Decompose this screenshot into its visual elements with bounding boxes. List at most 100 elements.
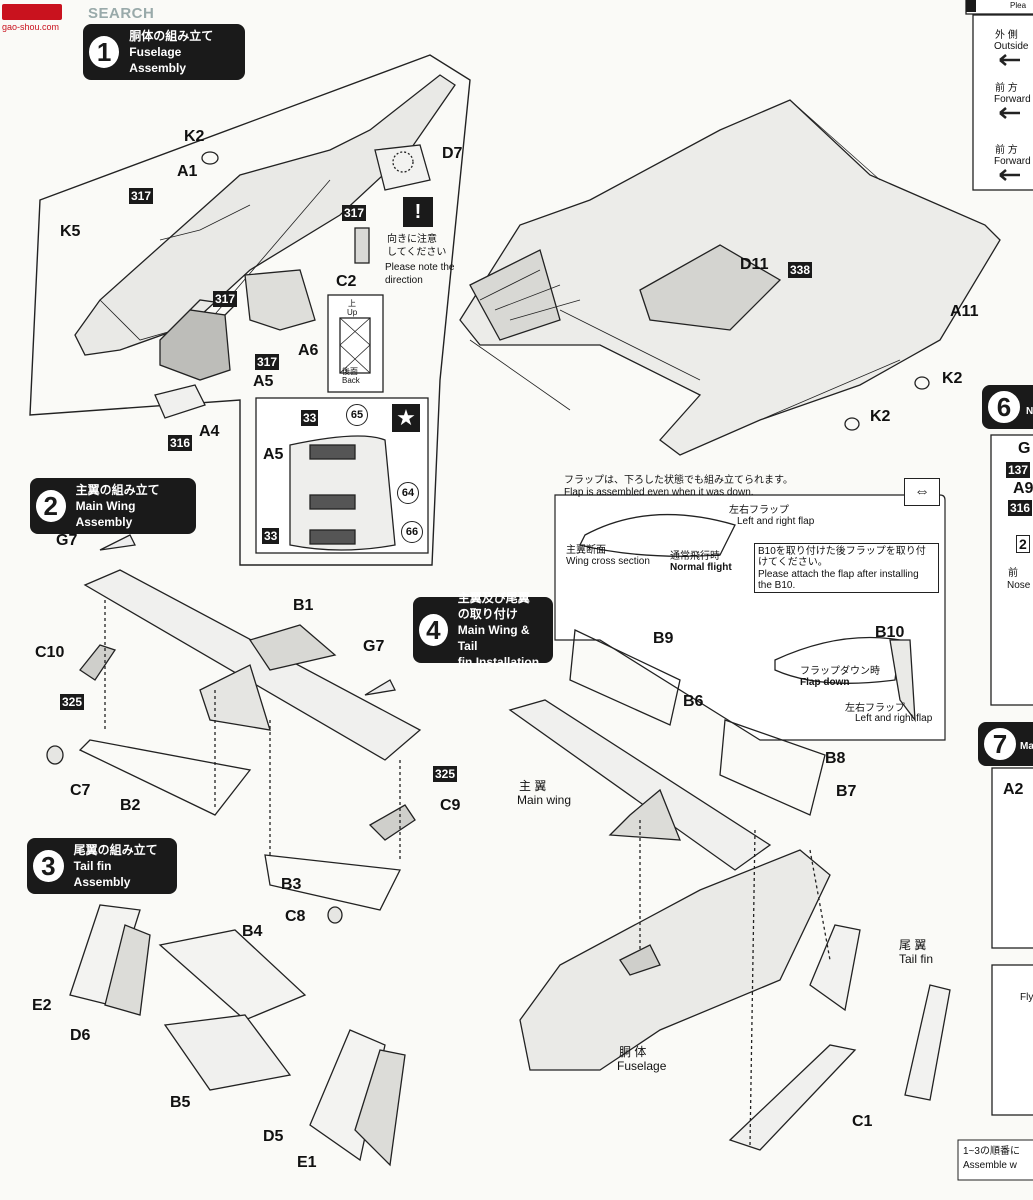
step-6-header: 6 — [982, 385, 1033, 429]
part-label: E1 — [297, 1154, 317, 1171]
part-label: B9 — [653, 630, 674, 647]
b10-note-jp2: けてください。 — [758, 557, 828, 568]
lr-flap-en: Left and right flap — [737, 516, 815, 527]
step-title-en: Main Wing Assembly — [75, 499, 136, 529]
cut-bottom-en: Assemble w — [963, 1160, 1017, 1171]
paint-code: 317 — [255, 354, 280, 370]
flap-down-en: Flap down — [800, 677, 850, 688]
flap-down-jp: フラップダウン時 — [800, 666, 880, 677]
cut-a9: A9 — [1013, 480, 1033, 497]
legend-forward2-en: Forward — [994, 156, 1031, 167]
paint-code: 316 — [168, 435, 193, 451]
watermark-brand: SEARCH — [88, 5, 155, 22]
paint-code: 33 — [301, 410, 319, 426]
part-label: C2 — [336, 273, 357, 290]
watermark-logo: gao-shou.com — [0, 4, 62, 32]
cut-bottom-jp: 1~3の順番に — [963, 1146, 1020, 1157]
step-2-header: 2 主翼の組み立て Main Wing Assembly — [30, 478, 196, 534]
part-label: A5 — [263, 446, 284, 463]
part-label: A2 — [1003, 781, 1024, 798]
cut-fly: Fly — [1020, 992, 1033, 1003]
paint-code: 317 — [342, 205, 367, 221]
part-label: B8 — [825, 750, 846, 767]
step-number: 2 — [34, 488, 68, 524]
direction-note-jp2: してください — [387, 247, 447, 258]
cut-ma7: Ma — [1020, 741, 1033, 752]
circled-code: 64 — [397, 482, 419, 504]
part-label: K2 — [870, 408, 891, 425]
paint-code: 317 — [129, 188, 154, 204]
flap-note-jp: フラップは、下ろした状態でも組み立てられます。 — [564, 475, 793, 486]
lr-flap-jp: 左右フラップ — [729, 505, 789, 516]
logo-mark — [2, 4, 62, 20]
flap-note-en: Flap is assembled even when it was down. — [564, 487, 754, 498]
part-label: C10 — [35, 644, 65, 661]
step-title-jp: 胴体の組み立て — [129, 29, 214, 43]
step-title-jp: 主翼及び尾翼 — [457, 591, 530, 605]
step-title-en: Tail fin Assembly — [73, 859, 131, 889]
main-wing-en: Main wing — [517, 793, 572, 807]
part-label: D5 — [263, 1128, 284, 1145]
part-label: A5 — [253, 373, 274, 390]
part-label: G7 — [363, 638, 385, 655]
part-label: E2 — [32, 997, 52, 1014]
part-label: B3 — [281, 876, 302, 893]
part-label: K2 — [942, 370, 963, 387]
fuselage-en: Fuselage — [617, 1059, 667, 1073]
b10-note-jp1: B10を取り付けた後フラップを取り付 — [758, 546, 926, 557]
part-label: C8 — [285, 908, 306, 925]
swap-arrows-icon: ⇔ — [904, 478, 940, 506]
part-label: A11 — [950, 303, 979, 320]
part-label: B1 — [293, 597, 314, 614]
step-number: 1 — [87, 34, 122, 70]
b10-note-box — [754, 543, 939, 593]
step-1-header: 1 胴体の組み立て Fuselage Assembly — [83, 24, 245, 80]
part-label: B5 — [170, 1094, 191, 1111]
cut-two: 2 — [1016, 535, 1030, 553]
step-title-en: Main Wing & Tail — [457, 623, 530, 653]
step-title-en2: fin Installation — [457, 655, 540, 669]
part-label: C9 — [440, 797, 461, 814]
cut-code-316: 316 — [1008, 500, 1033, 516]
paint-code: 317 — [213, 291, 238, 307]
step-title-jp: 尾翼の組み立て — [73, 843, 158, 857]
part-label: K5 — [60, 223, 81, 240]
watermark-site: gao-shou.com — [2, 22, 60, 32]
back-label-jp: 後面 — [342, 367, 358, 376]
direction-note-en2: direction — [385, 275, 423, 286]
star-icon: ★ — [392, 404, 420, 432]
step-title-en: Fuselage Assembly — [129, 45, 186, 75]
part-label: A6 — [298, 342, 319, 359]
part-label: K2 — [184, 128, 205, 145]
up-label-jp: 上 — [348, 299, 356, 308]
tail-fin-jp: 尾 翼 — [899, 938, 927, 952]
step-number: 4 — [417, 612, 450, 648]
legend-forward-en: Forward — [994, 94, 1031, 105]
lr-flap2-en: Left and right flap — [855, 713, 933, 724]
wing-cs-jp: 主翼断面 — [566, 545, 606, 556]
attention-icon: ! — [403, 197, 433, 227]
step-number: 3 — [31, 848, 66, 884]
part-label: B10 — [875, 624, 905, 641]
legend-plea: Plea — [1010, 1, 1027, 10]
step-number: 6 — [986, 389, 1022, 425]
direction-note-jp1: 向きに注意 — [387, 234, 437, 245]
back-label-en: Back — [342, 376, 360, 385]
paint-code: 325 — [60, 694, 85, 710]
part-label: D11 — [740, 256, 769, 273]
part-label: C1 — [852, 1113, 873, 1130]
cut-mae: 前 — [1008, 568, 1018, 579]
paint-code: 338 — [788, 262, 813, 278]
up-label-en: Up — [347, 308, 358, 317]
normal-flight-en: Normal flight — [670, 562, 732, 573]
fuselage-jp: 胴 体 — [619, 1045, 647, 1059]
normal-flight-jp: 通常飛行時 — [670, 551, 720, 562]
legend-forward-jp: 前 方 — [995, 83, 1018, 94]
part-label: A1 — [177, 163, 198, 180]
part-label: G7 — [56, 532, 78, 549]
paint-code: 325 — [433, 766, 458, 782]
step-title-jp: 主翼の組み立て — [75, 483, 160, 497]
cut-nose: Nose — [1007, 580, 1031, 591]
